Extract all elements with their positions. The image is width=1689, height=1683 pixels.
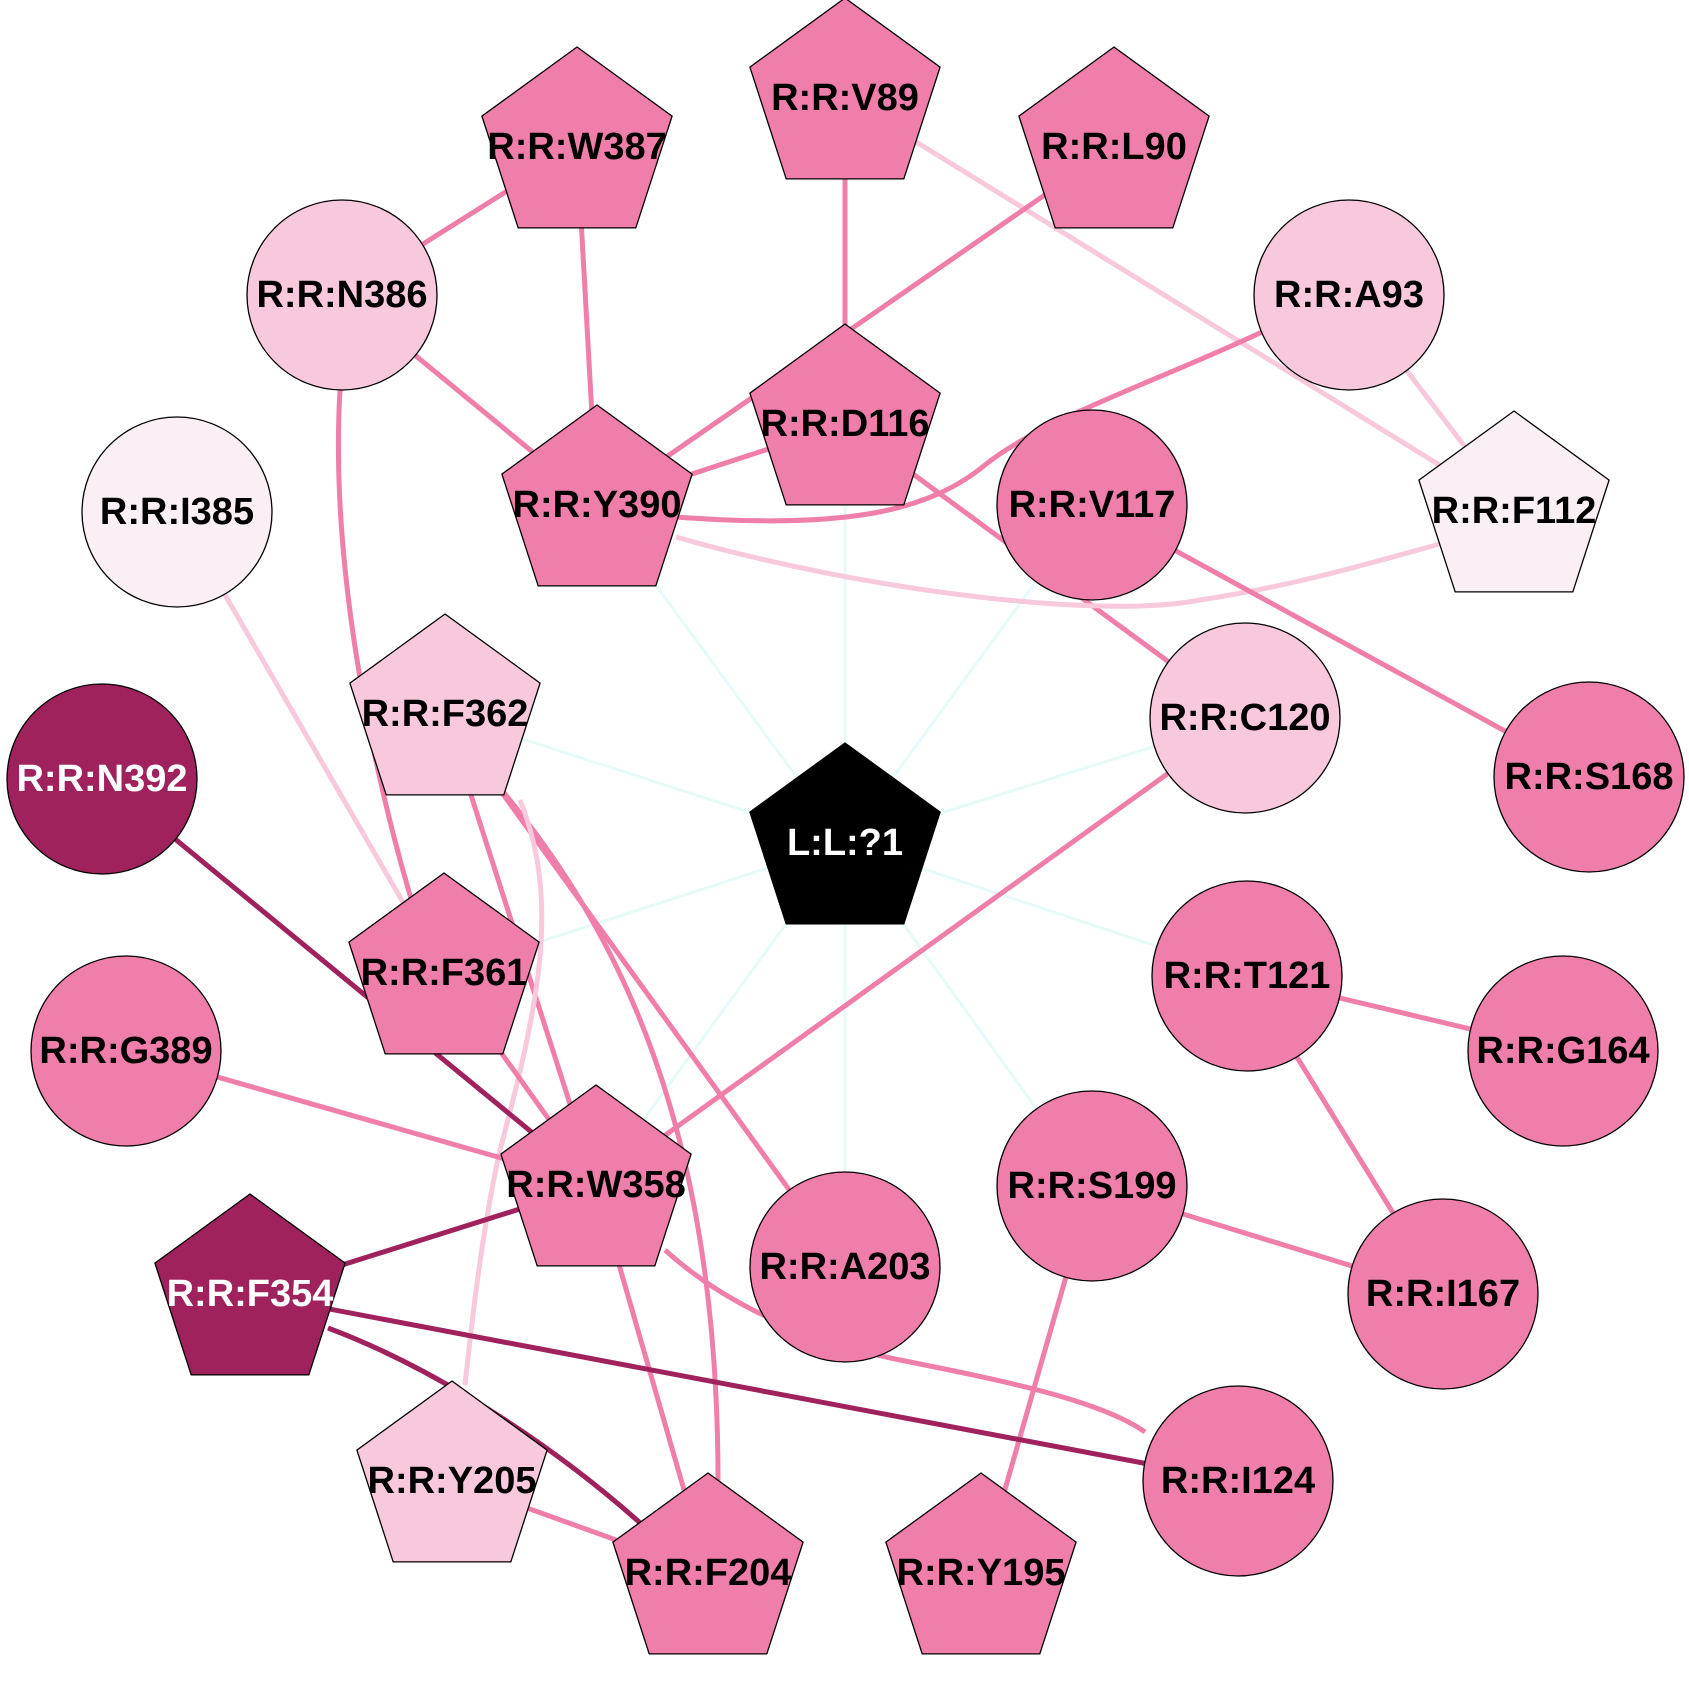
node-pentagon-shape: [612, 1472, 804, 1655]
node-label: R:R:I167: [1366, 1273, 1520, 1315]
node-r-r-y390: R:R:Y390: [501, 404, 693, 587]
node-label: R:R:S168: [1505, 756, 1674, 798]
node-r-r-f362: R:R:F362: [349, 613, 541, 796]
node-pentagon-shape: [885, 1472, 1077, 1655]
node-circle-shape: [6, 683, 198, 875]
node-pentagon-shape: [501, 404, 693, 587]
node-label: R:R:L90: [1041, 126, 1187, 168]
edge-r-r-y390-to-r-r-f112: [675, 534, 1441, 609]
edge-r-r-v89-to-r-r-f112: [843, 95, 1516, 514]
node-r-r-s168: R:R:S168: [1493, 681, 1685, 873]
node-pentagon-shape: [749, 742, 941, 925]
node-label: R:R:G389: [39, 1030, 212, 1072]
node-pentagon-shape: [348, 872, 540, 1055]
node-r-r-i385: R:R:I385: [81, 416, 273, 608]
node-r-r-d116: R:R:D116: [749, 323, 941, 506]
node-label: R:R:N392: [16, 758, 187, 800]
node-r-r-s199: R:R:S199: [996, 1090, 1188, 1282]
node-label: R:R:C120: [1159, 697, 1330, 739]
node-r-r-f354: R:R:F354: [154, 1193, 346, 1376]
node-circle-shape: [996, 1090, 1188, 1282]
node-pentagon-shape: [481, 46, 673, 229]
edge-r-r-n392-to-r-r-w358: [100, 777, 598, 1187]
node-label: R:R:F204: [625, 1552, 792, 1594]
node-label: R:R:I124: [1161, 1460, 1315, 1502]
node-label: L:L:?1: [787, 822, 903, 864]
node-r-r-v89: R:R:V89: [749, 0, 941, 180]
node-label: R:R:A203: [759, 1246, 930, 1288]
node-r-r-g389: R:R:G389: [30, 955, 222, 1147]
edge-r-r-n386-to-r-r-f361: [335, 389, 415, 903]
node-r-r-a93: R:R:A93: [1253, 199, 1445, 391]
node-label: R:R:F354: [167, 1273, 334, 1315]
node-label: R:R:Y195: [897, 1552, 1066, 1594]
node-circle-shape: [1142, 1385, 1334, 1577]
node-pentagon-shape: [1018, 46, 1210, 229]
node-label: R:R:T121: [1164, 955, 1331, 997]
node-l-l-1: L:L:?1: [749, 742, 941, 925]
node-r-r-i167: R:R:I167: [1347, 1198, 1539, 1390]
node-r-r-n386: R:R:N386: [246, 199, 438, 391]
node-r-r-f204: R:R:F204: [612, 1472, 804, 1655]
node-circle-shape: [1347, 1198, 1539, 1390]
node-circle-shape: [1493, 681, 1685, 873]
node-r-r-g164: R:R:G164: [1467, 955, 1659, 1147]
node-label: R:R:W387: [487, 126, 666, 168]
node-label: R:R:F112: [1432, 490, 1597, 532]
node-r-r-w387: R:R:W387: [481, 46, 673, 229]
node-label: R:R:W358: [506, 1164, 685, 1206]
node-label: R:R:Y390: [513, 484, 682, 526]
node-r-r-a203: R:R:A203: [749, 1171, 941, 1363]
edge-r-r-f362-to-r-r-y205: [462, 799, 545, 1386]
edge-r-r-f354-to-r-r-i124: [249, 1291, 1239, 1484]
node-label: R:R:G164: [1476, 1030, 1649, 1072]
node-label: R:R:V89: [771, 77, 919, 119]
node-pentagon-shape: [154, 1193, 346, 1376]
node-pentagon-shape: [500, 1084, 692, 1267]
node-circle-shape: [81, 416, 273, 608]
node-label: R:R:F361: [361, 952, 528, 994]
node-circle-shape: [30, 955, 222, 1147]
node-r-r-l90: R:R:L90: [1018, 46, 1210, 229]
edge-r-r-f362-to-r-r-f204: [493, 780, 721, 1493]
node-r-r-f112: R:R:F112: [1418, 410, 1610, 593]
node-r-r-t121: R:R:T121: [1151, 880, 1343, 1072]
node-label: R:R:I385: [100, 491, 254, 533]
node-label: R:R:N386: [256, 274, 427, 316]
node-circle-shape: [1253, 199, 1445, 391]
node-pentagon-shape: [349, 613, 541, 796]
node-r-r-c120: R:R:C120: [1149, 622, 1341, 814]
node-label: R:R:F362: [362, 693, 529, 735]
node-pentagon-shape: [749, 0, 941, 180]
node-pentagon-shape: [356, 1380, 548, 1563]
node-pentagon-shape: [1418, 410, 1610, 593]
node-r-r-w358: R:R:W358: [500, 1084, 692, 1267]
node-r-r-y205: R:R:Y205: [356, 1380, 548, 1563]
node-circle-shape: [749, 1171, 941, 1363]
node-circle-shape: [1467, 955, 1659, 1147]
node-label: R:R:S199: [1008, 1165, 1177, 1207]
node-circle-shape: [996, 409, 1188, 601]
node-label: R:R:Y205: [368, 1460, 537, 1502]
node-label: R:R:A93: [1274, 274, 1424, 316]
edge-r-r-a93-to-r-r-y390: [675, 329, 1264, 524]
node-r-r-n392: R:R:N392: [6, 683, 198, 875]
node-circle-shape: [1151, 880, 1343, 1072]
edge-r-r-l90-to-r-r-y390: [595, 144, 1116, 508]
node-pentagon-shape: [749, 323, 941, 506]
node-r-r-f361: R:R:F361: [348, 872, 540, 1055]
node-label: R:R:D116: [761, 403, 930, 445]
edge-r-r-w358-to-r-r-i124: [663, 1248, 1147, 1435]
edge-r-r-c120-to-r-r-w358: [594, 715, 1247, 1188]
node-label: R:R:V117: [1009, 484, 1176, 526]
node-circle-shape: [1149, 622, 1341, 814]
node-r-r-v117: R:R:V117: [996, 409, 1188, 601]
node-circle-shape: [246, 199, 438, 391]
node-r-r-y195: R:R:Y195: [885, 1472, 1077, 1655]
node-r-r-i124: R:R:I124: [1142, 1385, 1334, 1577]
